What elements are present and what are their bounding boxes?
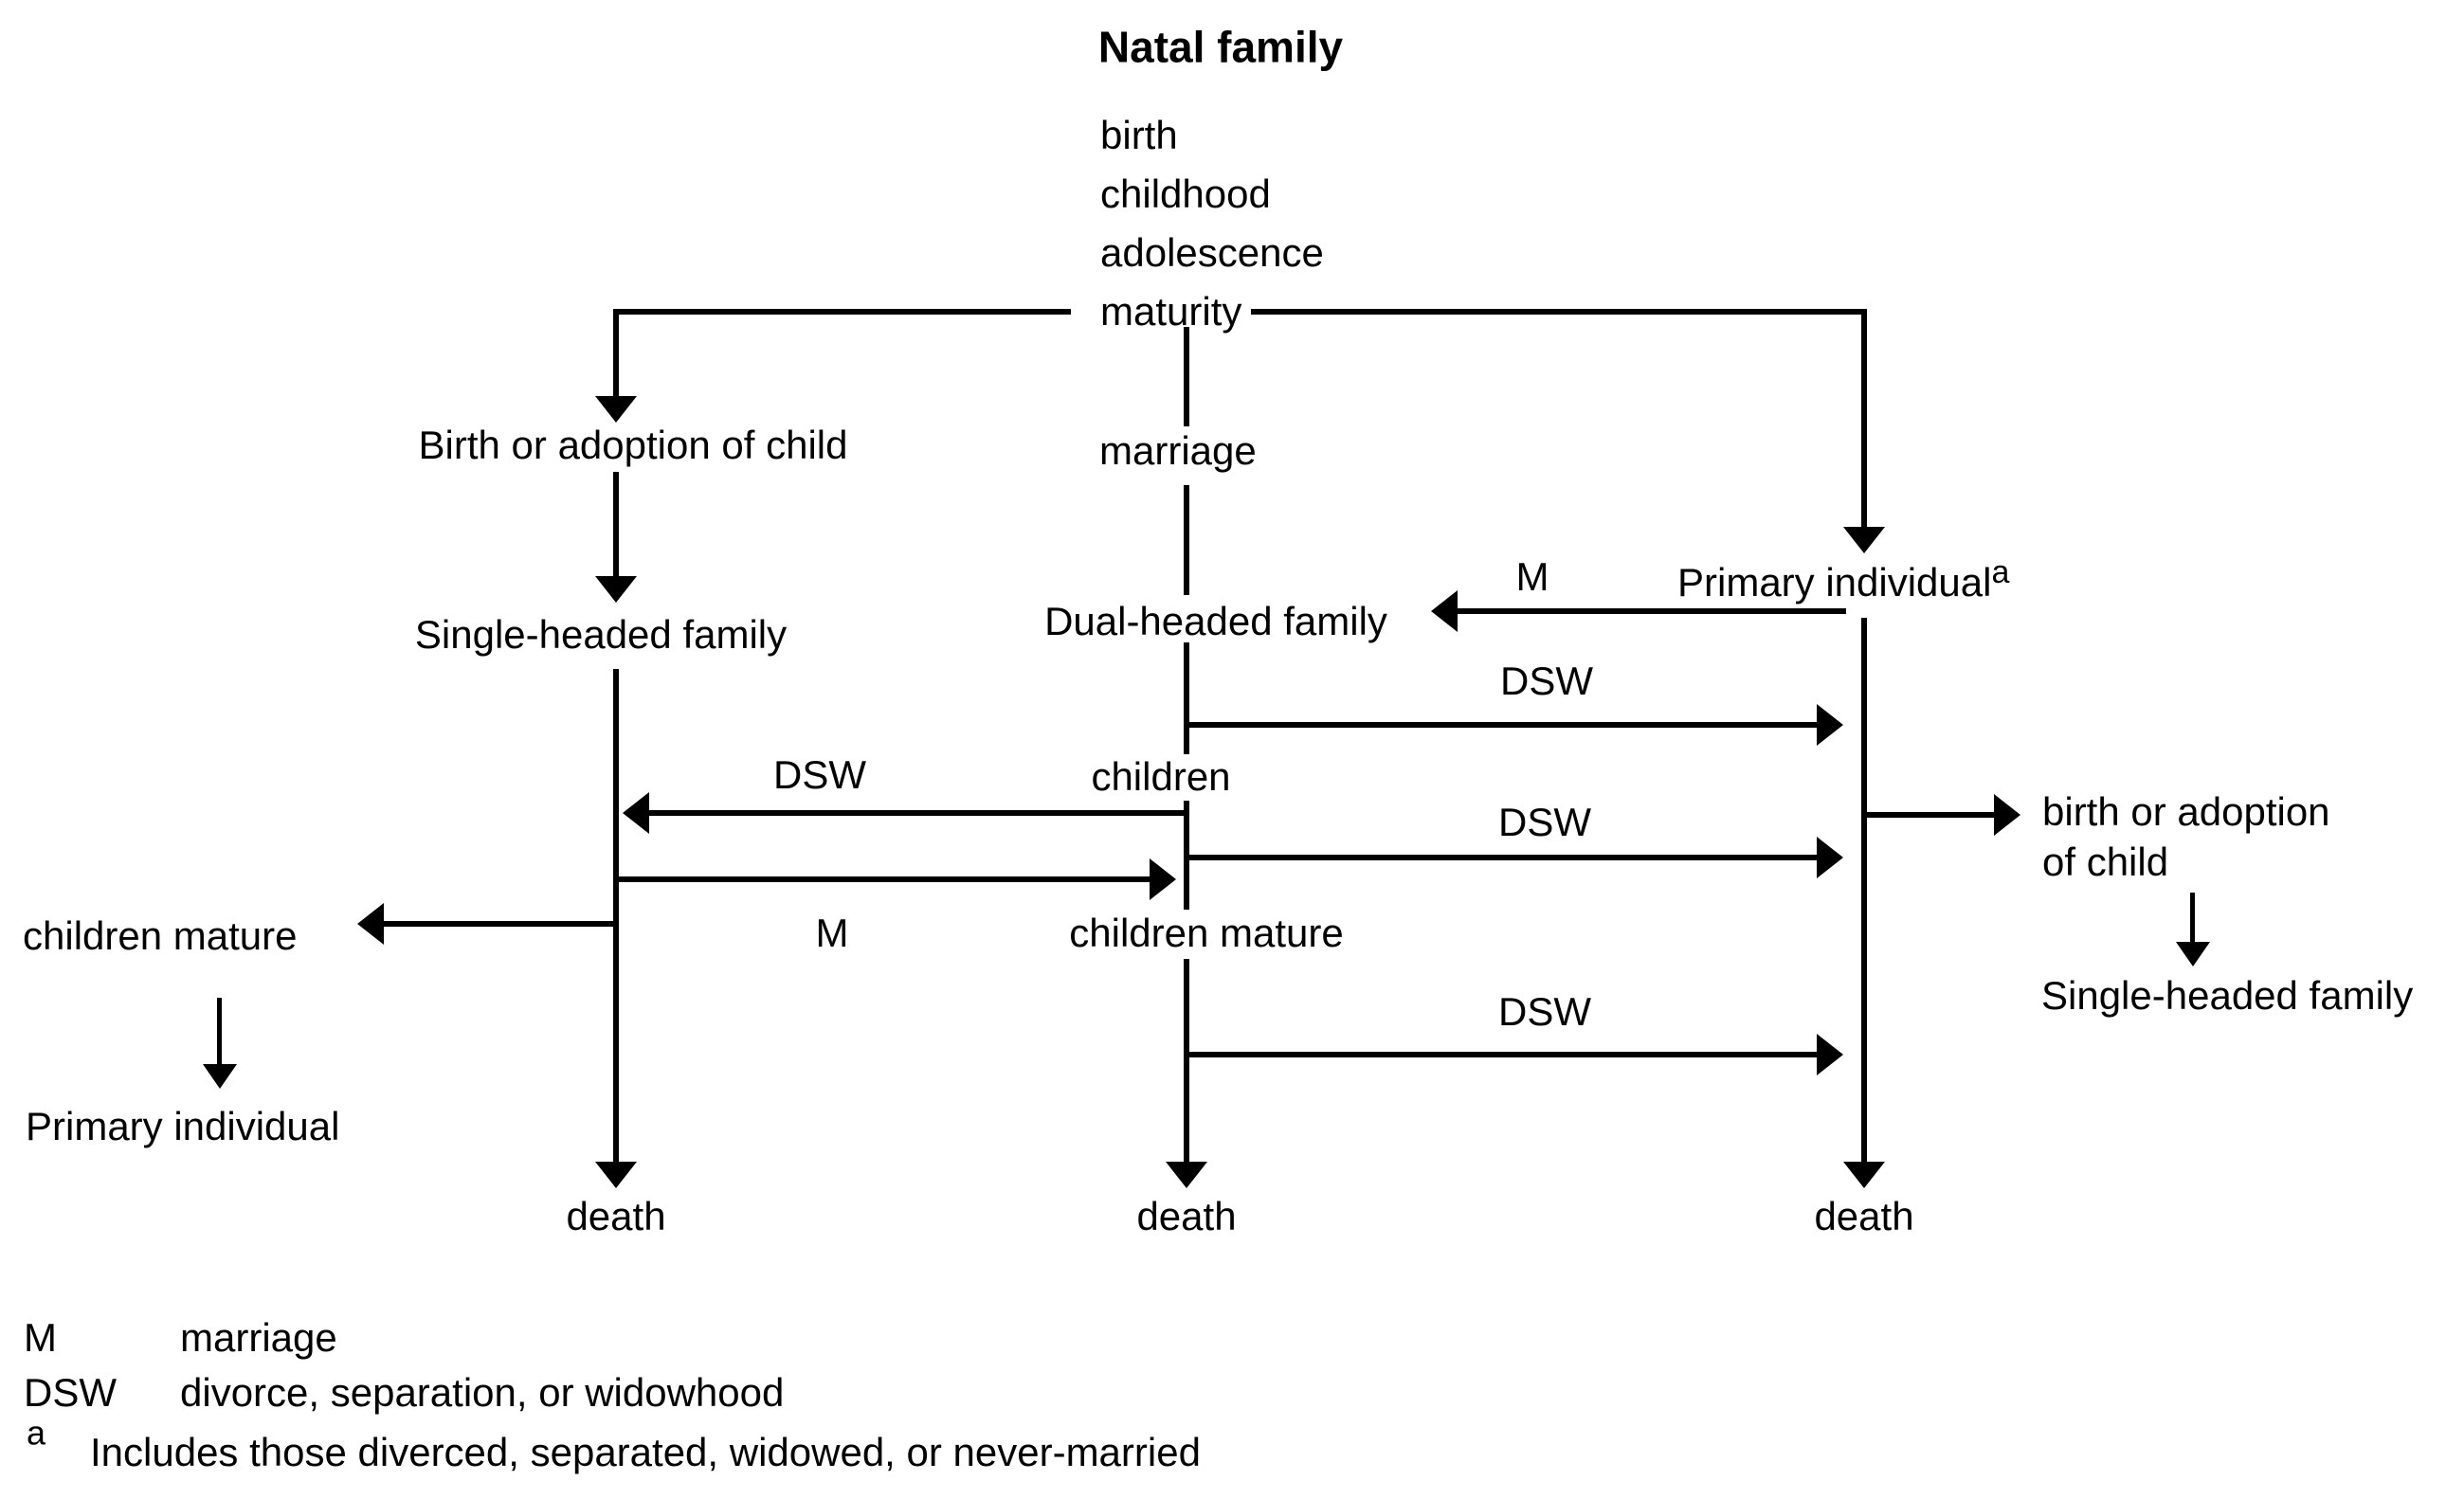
right-arrow-icon — [1817, 704, 1843, 746]
legend-symbol-dsw: DSW — [24, 1369, 117, 1415]
maturity-branch-line-right — [1251, 309, 1864, 315]
m-arrow-right-line — [1458, 608, 1846, 614]
right-arrow-icon — [1994, 794, 2020, 836]
right-arrow-icon — [1817, 1034, 1843, 1075]
label-m-left: M — [815, 910, 849, 955]
node-marriage: marriage — [1099, 427, 1257, 473]
label-dsw-2: DSW — [1498, 799, 1591, 844]
center-column-segment — [1184, 959, 1189, 1162]
down-arrow-icon — [203, 1064, 237, 1089]
node-dual-headed-family: Dual-headed family — [1044, 598, 1387, 643]
m-arrow-left-line — [619, 876, 1150, 882]
down-arrow-icon — [1843, 1162, 1885, 1188]
stage-birth: birth — [1100, 112, 1178, 157]
label-dsw-left: DSW — [773, 751, 866, 797]
stage-adolescence: adolescence — [1100, 229, 1324, 275]
dsw-arrow-1-line — [1189, 722, 1817, 728]
node-children-mature-center: children mature — [1069, 910, 1344, 955]
node-primary-individual-left: Primary individual — [26, 1103, 340, 1148]
left-branch-drop-line — [613, 309, 619, 396]
down-arrow-icon — [595, 396, 637, 423]
left-arrow-icon — [623, 792, 649, 834]
center-column-segment — [1184, 327, 1189, 426]
footnote-marker: a — [1991, 553, 2010, 590]
left-arrow-icon — [357, 903, 384, 945]
diagram-title: Natal family — [1097, 22, 1344, 72]
right-arrow-icon — [1817, 837, 1843, 878]
node-birth-or-adoption-right: birth or adoption of child — [2042, 786, 2330, 887]
dsw-arrow-3-line — [1189, 1052, 1817, 1057]
node-children: children — [1091, 753, 1231, 799]
node-single-headed-family-left: Single-headed family — [414, 611, 788, 657]
legend-definition-dsw: divorce, separation, or widowhood — [180, 1369, 785, 1415]
node-death-left: death — [566, 1193, 666, 1238]
left-arrow-icon — [1431, 590, 1458, 632]
down-arrow-icon — [2176, 942, 2210, 966]
left-branch-drop-line-2 — [613, 472, 619, 576]
left-column-line — [613, 669, 619, 1162]
birth-or-adoption-line2: of child — [2042, 840, 2169, 884]
legend-definition-a: Includes those diverced, separated, wido… — [90, 1429, 1201, 1474]
children-mature-left-line — [384, 921, 616, 927]
legend-definition-m: marriage — [180, 1314, 337, 1360]
node-death-right: death — [1814, 1193, 1914, 1238]
maturity-branch-line-left — [616, 309, 1071, 315]
center-column-segment — [1184, 642, 1189, 754]
left-small-drop-line — [217, 998, 222, 1064]
center-column-segment — [1184, 801, 1189, 910]
down-arrow-icon — [595, 1162, 637, 1188]
right-small-drop-line — [2190, 893, 2195, 942]
primary-individual-text: Primary individual — [1677, 559, 1992, 605]
node-primary-individual-right: Primary individuala — [1677, 554, 2009, 605]
label-dsw-1: DSW — [1500, 658, 1593, 703]
dsw-arrow-2-line — [1189, 855, 1817, 860]
legend-symbol-a: a — [27, 1413, 46, 1453]
down-arrow-icon — [1843, 527, 1885, 553]
stage-childhood: childhood — [1100, 171, 1271, 216]
birth-or-adoption-line1: birth or adoption — [2042, 789, 2330, 834]
center-column-segment — [1184, 485, 1189, 595]
node-birth-or-adoption-left: Birth or adoption of child — [418, 422, 848, 467]
node-children-mature-left: children mature — [23, 912, 298, 958]
right-column-line — [1861, 618, 1867, 1162]
stage-maturity: maturity — [1100, 288, 1242, 334]
legend-symbol-m: M — [24, 1314, 57, 1360]
label-dsw-3: DSW — [1498, 988, 1591, 1034]
right-branch-drop-line — [1861, 309, 1867, 527]
right-offshoot-line — [1864, 812, 1994, 818]
node-death-center: death — [1136, 1193, 1237, 1238]
dsw-arrow-left-line — [649, 810, 1189, 816]
down-arrow-icon — [1166, 1162, 1207, 1188]
right-arrow-icon — [1150, 858, 1176, 900]
label-m-right: M — [1515, 553, 1549, 599]
node-single-headed-family-right: Single-headed family — [2041, 972, 2414, 1018]
down-arrow-icon — [595, 576, 637, 603]
